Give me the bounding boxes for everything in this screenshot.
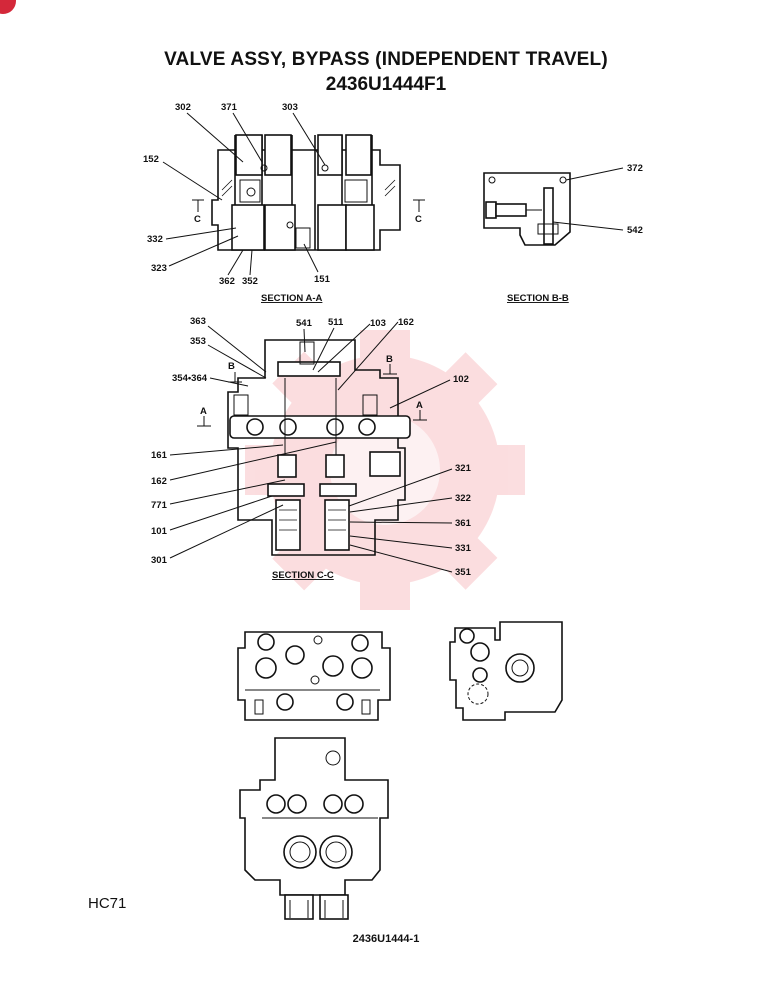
page-code: HC71 [88,895,127,912]
side-view-drawing [449,621,563,721]
callout-542: 542 [627,225,643,236]
callout-511: 511 [328,317,344,328]
callout-361: 361 [455,518,472,529]
section-cc-drawing [227,339,411,556]
callout-323: 323 [151,263,167,274]
front-view-drawing [239,737,389,920]
callout-331: 331 [455,543,472,554]
marker-b-left: B [228,361,242,383]
marker-a-left: A [197,406,211,427]
marker-a-right: A [413,400,427,421]
callout-363: 363 [190,316,206,327]
callout-302: 302 [175,102,191,113]
callout-322: 322 [455,493,471,504]
marker-b-right: B [383,354,397,375]
callout-362: 362 [219,276,235,287]
section-bb-drawing [483,172,571,246]
section-cc-label: SECTION C-C [272,570,334,581]
callout-161: 161 [151,450,168,461]
svg-text:B: B [386,354,393,365]
part-number: 2436U1444F1 [325,74,447,95]
section-aa-drawing [211,134,401,251]
svg-text:A: A [200,406,207,417]
svg-text:B: B [228,361,235,372]
page-title: VALVE ASSY, BYPASS (INDEPENDENT TRAVEL) [164,49,608,70]
callout-102: 102 [453,374,469,385]
callout-352: 352 [242,276,258,287]
callout-103: 103 [370,318,386,329]
callout-321: 321 [455,463,472,474]
svg-text:C: C [415,214,422,225]
callout-101: 101 [151,526,168,537]
callout-301: 301 [151,555,168,566]
top-view-drawing [237,631,391,721]
callout-771: 771 [151,500,168,511]
callout-162-top: 162 [398,317,414,328]
section-aa-label: SECTION A-A [261,293,323,304]
callout-371: 371 [221,102,238,113]
marker-c-right: C [413,199,425,225]
callout-162-bottom: 162 [151,476,167,487]
svg-text:A: A [416,400,423,411]
callout-332: 332 [147,234,163,245]
svg-text:C: C [194,214,201,225]
callout-152: 152 [143,154,159,165]
section-bb-label: SECTION B-B [507,293,569,304]
marker-c-left: C [192,199,204,225]
callout-541: 541 [296,318,313,329]
callout-354-364: 354•364 [172,373,208,384]
callout-303: 303 [282,102,298,113]
callout-351: 351 [455,567,472,578]
callout-151: 151 [314,274,331,285]
callout-372: 372 [627,163,643,174]
drawing-number: 2436U1444-1 [352,933,420,945]
callout-353: 353 [190,336,206,347]
